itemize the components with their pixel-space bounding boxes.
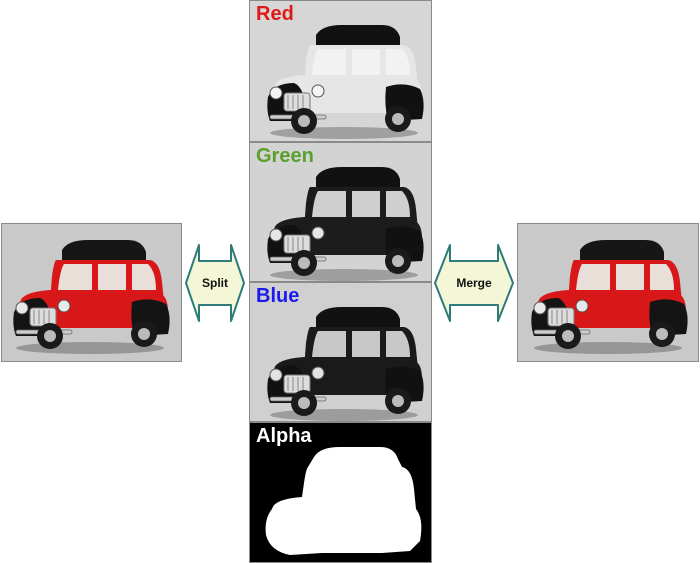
split-arrow: Split — [185, 243, 245, 323]
merge-label: Merge — [456, 276, 492, 290]
merge-arrow: Merge — [434, 243, 514, 323]
split-label: Split — [202, 276, 228, 290]
red-channel-image — [250, 1, 431, 141]
source-image-panel — [1, 223, 182, 362]
red-channel-label: Red — [256, 3, 294, 25]
alpha-channel-panel: Alpha — [249, 422, 432, 563]
blue-channel-panel: Blue — [249, 282, 432, 422]
merged-car-image — [518, 224, 698, 361]
double-arrow-icon — [434, 244, 514, 322]
green-channel-label: Green — [256, 145, 314, 167]
green-channel-panel: Green — [249, 142, 432, 282]
alpha-channel-image — [250, 423, 431, 562]
double-arrow-icon — [185, 244, 245, 322]
source-car-image — [2, 224, 181, 361]
blue-channel-image — [250, 283, 431, 421]
alpha-channel-label: Alpha — [256, 425, 312, 447]
green-channel-image — [250, 143, 431, 281]
merged-image-panel — [517, 223, 699, 362]
blue-channel-label: Blue — [256, 285, 300, 307]
red-channel-panel: Red — [249, 0, 432, 142]
